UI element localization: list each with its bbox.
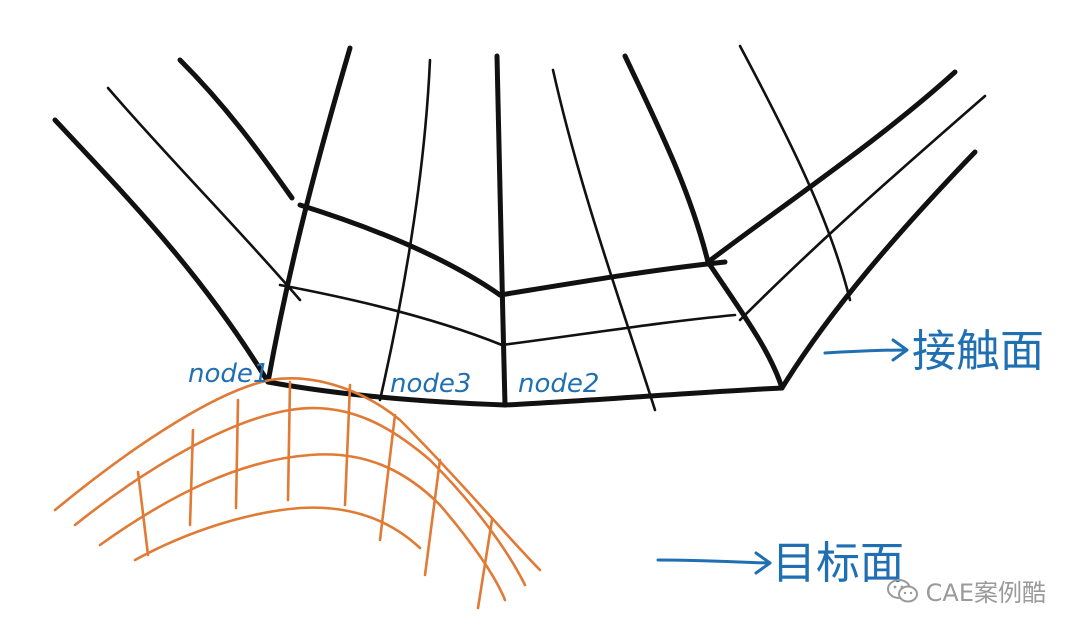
target-line bbox=[286, 380, 292, 502]
node2-label: node2 bbox=[518, 369, 599, 399]
contact-edge bbox=[177, 57, 295, 201]
target-line bbox=[136, 470, 150, 557]
target-line bbox=[188, 428, 195, 527]
contact-surface-annotation: 接触面 bbox=[823, 326, 1044, 377]
target-line bbox=[133, 506, 422, 562]
contact-edge bbox=[265, 379, 508, 408]
node1-label: node1 bbox=[188, 359, 269, 389]
arrow-icon bbox=[823, 348, 907, 355]
arrow-head-icon bbox=[754, 551, 772, 575]
contact-edge bbox=[52, 117, 271, 385]
target-line bbox=[234, 398, 240, 510]
target-line bbox=[53, 377, 542, 572]
contact-edge bbox=[705, 259, 785, 391]
arrow-head-icon bbox=[891, 338, 909, 362]
contact-edge bbox=[622, 53, 711, 265]
contact-edge bbox=[502, 385, 785, 408]
target-line bbox=[343, 383, 352, 507]
target-line bbox=[73, 406, 527, 587]
contact-edge bbox=[494, 53, 508, 408]
contact-line bbox=[106, 86, 302, 302]
contact-line bbox=[378, 58, 432, 402]
target-line bbox=[378, 413, 397, 542]
wechat-icon bbox=[886, 577, 920, 605]
target-line bbox=[476, 518, 494, 610]
contact-line bbox=[500, 313, 737, 347]
contact-line bbox=[738, 94, 987, 322]
contact-line bbox=[551, 68, 657, 412]
contact-surface-label: 接触面 bbox=[912, 326, 1044, 377]
target-mesh bbox=[53, 377, 542, 610]
watermark-text: CAE案例酷 bbox=[925, 579, 1046, 607]
contact-edge bbox=[779, 149, 978, 391]
contact-edge bbox=[705, 69, 958, 265]
node3-label: node3 bbox=[390, 369, 471, 399]
contact-mesh bbox=[52, 44, 987, 412]
contact-line bbox=[278, 283, 504, 347]
target-line bbox=[423, 458, 442, 577]
contact-line bbox=[738, 44, 852, 302]
contact-edge bbox=[297, 202, 503, 298]
arrow-icon bbox=[656, 558, 770, 565]
target-surface-annotation: 目标面 bbox=[656, 538, 904, 589]
contact-edge bbox=[497, 259, 728, 298]
watermark: CAE案例酷 bbox=[886, 573, 1046, 608]
target-line bbox=[98, 453, 507, 602]
target-surface-label: 目标面 bbox=[772, 538, 904, 589]
